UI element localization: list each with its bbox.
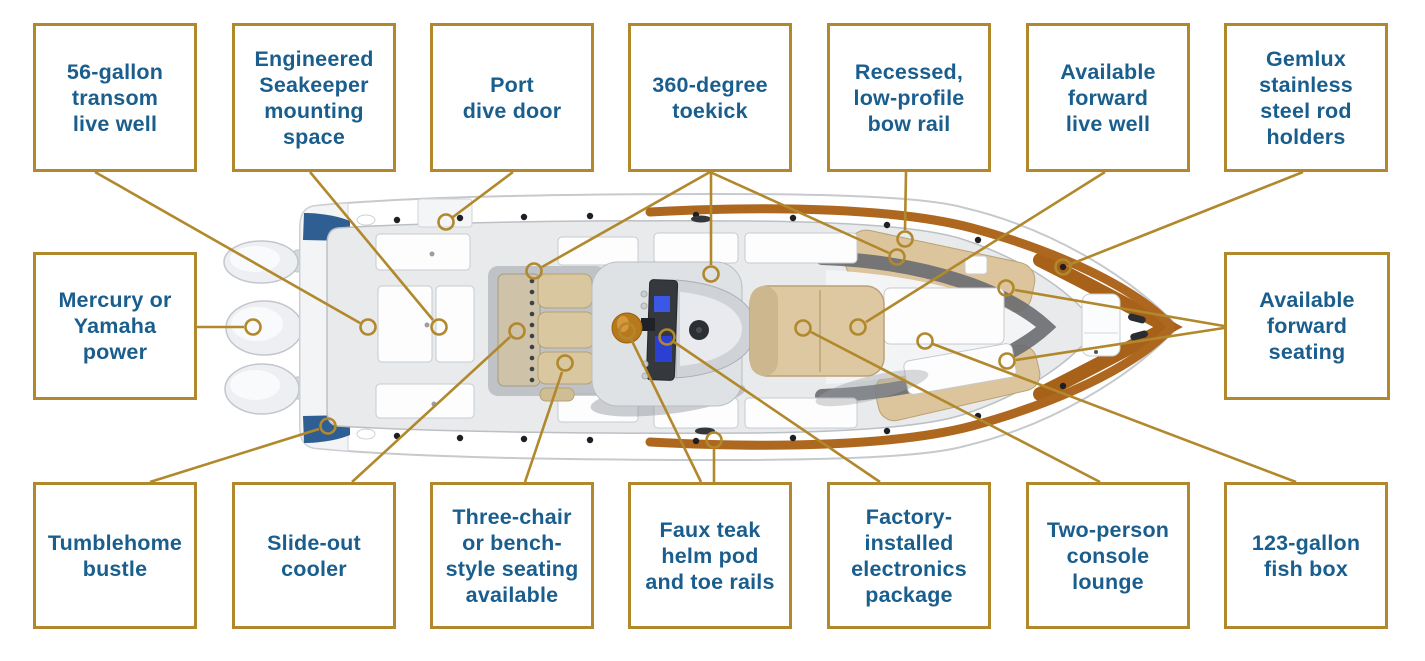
endpoint-toekick-c xyxy=(888,248,906,266)
helm-chairs xyxy=(537,273,595,402)
callout-bow-rail: Recessed, low-profile bow rail xyxy=(827,23,991,172)
leaning-post xyxy=(488,266,606,402)
callout-forward-live-well: Available forward live well xyxy=(1026,23,1190,172)
endpoint-rod-holders xyxy=(1054,258,1072,276)
callout-toekick: 360-degree toekick xyxy=(628,23,792,172)
anchor-hatch xyxy=(1081,293,1121,357)
mfd-screen-2 xyxy=(655,336,672,362)
connector-line-console-lounge xyxy=(810,330,1101,484)
hinge-dots xyxy=(529,278,535,383)
bow-fitting xyxy=(1094,350,1098,354)
stern-chock-top xyxy=(356,214,376,226)
bow-cleat-bottom xyxy=(1130,330,1148,341)
callout-faux-teak: Faux teak helm pod and toe rails xyxy=(628,482,792,629)
callout-rod-holders: Gemlux stainless steel rod holders xyxy=(1224,23,1388,172)
bow-cleat-top xyxy=(1128,313,1146,324)
connector-line-seakeeper xyxy=(309,171,434,321)
connector-line-transom-live-well xyxy=(94,170,361,325)
callout-seakeeper: Engineered Seakeeper mounting space xyxy=(232,23,396,172)
endpoint-tumblehome xyxy=(319,417,337,435)
boat-illustration xyxy=(223,192,1183,462)
callout-power: Mercury or Yamaha power xyxy=(33,252,197,400)
endpoint-forward-live-well xyxy=(849,318,867,336)
endpoint-bow-rail xyxy=(896,230,914,248)
endpoint-seakeeper xyxy=(430,318,448,336)
dive-door xyxy=(417,198,473,228)
connector-line-electronics xyxy=(673,340,881,484)
endpoint-toe-rail xyxy=(705,431,723,449)
connector-line-three-chair xyxy=(523,371,564,483)
helm-box xyxy=(641,318,655,331)
connector-line-forward-seating-a xyxy=(1014,288,1225,328)
engine-3 xyxy=(224,363,300,415)
engine-2 xyxy=(225,300,303,356)
connector-line-forward-live-well xyxy=(865,170,1106,324)
connector-line-toekick-c xyxy=(709,170,890,255)
teak-trim-port xyxy=(645,204,1175,330)
callout-tumblehome: Tumblehome bustle xyxy=(33,482,197,629)
endpoint-toekick-a xyxy=(525,262,543,280)
outboard-engines xyxy=(223,240,319,415)
endpoint-toekick-b xyxy=(702,265,720,283)
windscreen-inner xyxy=(680,292,742,366)
teak-trim-starboard xyxy=(645,324,1175,450)
endpoint-helm-pod xyxy=(618,322,636,340)
endpoint-fish-box xyxy=(916,332,934,350)
connector-endpoints xyxy=(244,213,1072,449)
endpoint-cooler xyxy=(508,322,526,340)
callout-console-lounge: Two-person console lounge xyxy=(1026,482,1190,629)
endpoint-dive-door xyxy=(437,213,455,231)
stern-chock-bottom xyxy=(356,428,376,440)
rod-holder xyxy=(1059,263,1067,271)
connector-line-tumblehome xyxy=(149,427,320,484)
endpoint-transom-live-well xyxy=(359,318,377,336)
callout-fish-box: 123-gallon fish box xyxy=(1224,482,1388,629)
connector-line-bow-rail xyxy=(903,171,908,231)
connector-line-toekick-a xyxy=(541,170,711,269)
callout-transom-live-well: 56-gallon transom live well xyxy=(33,23,197,172)
endpoint-console-lounge xyxy=(794,319,812,337)
deck-hatches xyxy=(375,232,1017,429)
endpoint-forward-seating-a xyxy=(997,279,1015,297)
mfd-screen-1 xyxy=(654,296,670,312)
connector-line-forward-seating-b xyxy=(1015,326,1225,362)
console-lounge-seat xyxy=(749,285,929,407)
callout-electronics: Factory- installed electronics package xyxy=(827,482,991,629)
endpoint-electronics xyxy=(658,328,676,346)
connector-line-fish-box xyxy=(932,342,1297,484)
endpoint-three-chair xyxy=(556,354,574,372)
callout-dive-door: Port dive door xyxy=(430,23,594,172)
connector-line-helm-pod xyxy=(629,338,703,483)
wheel-hub xyxy=(696,327,702,333)
callout-forward-seating: Available forward seating xyxy=(1224,252,1390,400)
endpoint-forward-seating-b xyxy=(998,352,1016,370)
connector-line-cooler xyxy=(351,336,511,483)
connector-line-dive-door xyxy=(452,170,514,219)
connector-lines xyxy=(94,170,1304,484)
callout-cooler: Slide-out cooler xyxy=(232,482,396,629)
endpoint-power xyxy=(244,318,262,336)
callout-three-chair: Three-chair or bench- style seating avai… xyxy=(430,482,594,629)
connector-line-rod-holders xyxy=(1070,170,1304,266)
engine-1 xyxy=(223,240,299,284)
